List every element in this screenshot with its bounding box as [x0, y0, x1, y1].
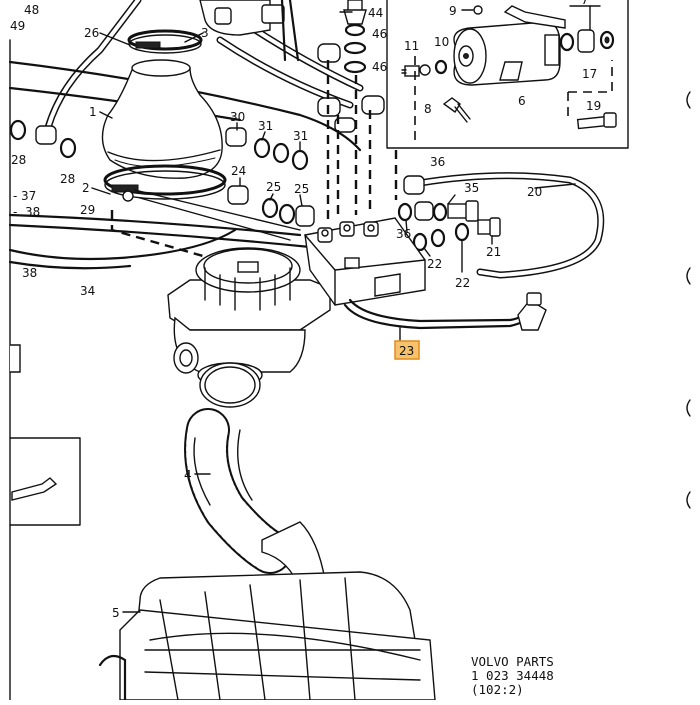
callout-36-bottom: 36	[396, 227, 411, 241]
callout-6: 6	[518, 94, 526, 108]
callout-23-highlight	[394, 340, 420, 360]
callout-28-left: 28	[11, 153, 26, 167]
left-edge-bracket	[10, 344, 21, 373]
callout-22-left: 22	[427, 257, 442, 271]
callout-10: 10	[434, 35, 449, 49]
callout-31-bottom: 31	[293, 129, 308, 143]
part-6-motor	[453, 21, 561, 86]
callout-35: 35	[464, 181, 479, 195]
callout-7: 7	[581, 0, 589, 7]
callout-5: 5	[112, 606, 120, 620]
callout-37-dash: -	[13, 189, 17, 203]
callout-34: 34	[80, 284, 95, 298]
callout-37: 37	[21, 189, 36, 203]
callout-49: 49	[10, 19, 25, 33]
washer-stack-44-46	[343, 0, 367, 74]
center-grommets	[317, 43, 385, 133]
callout-30: 30	[230, 110, 245, 124]
part-8-bolt	[442, 97, 471, 123]
callout-26: 26	[84, 26, 99, 40]
long-tubes	[8, 189, 312, 270]
washers-28	[9, 119, 77, 159]
part-23-pipe	[343, 292, 547, 331]
callout-38-dash: -	[13, 205, 17, 219]
upper-unit	[199, 0, 300, 62]
part-reference-footer: VOLVO PARTS 1 023 34448 (102:2)	[471, 654, 554, 697]
lower-left-inset	[9, 437, 81, 526]
callout-19: 19	[586, 99, 601, 113]
callout-23: 23	[399, 344, 414, 358]
part-5-filter-box	[98, 571, 436, 702]
part-10-washer	[434, 59, 448, 75]
callout-22-right: 22	[455, 276, 470, 290]
callout-48: 48	[24, 3, 39, 17]
callout-11: 11	[404, 39, 419, 53]
right-margin-marks	[686, 91, 691, 509]
callout-46-lower: 46	[372, 60, 387, 74]
part-19-bolt	[576, 112, 617, 130]
footer-section: (102:2)	[471, 682, 524, 697]
part-20-pipe	[403, 172, 605, 279]
part-7-bracket	[503, 5, 566, 29]
callout-4: 4	[184, 468, 192, 482]
footer-part-number: 1 023 34448	[471, 668, 554, 683]
callout-44: 44	[368, 6, 383, 20]
callout-17: 17	[582, 67, 597, 81]
callout-28-right: 28	[60, 172, 75, 186]
washers-24-25	[227, 185, 315, 227]
leader-lines	[91, 11, 576, 613]
callout-3: 3	[201, 26, 209, 40]
callout-36-top: 36	[430, 155, 445, 169]
part-17-grommet	[577, 29, 595, 53]
callout-24: 24	[231, 164, 246, 178]
callout-2: 2	[82, 181, 90, 195]
fittings-right	[397, 200, 501, 252]
callout-1: 1	[89, 105, 97, 119]
part-11-bolt	[401, 64, 431, 77]
callout-38-lower: 38	[22, 266, 37, 280]
part-9-screw	[473, 5, 483, 15]
washers-30-31	[225, 127, 309, 171]
callout-20: 20	[527, 185, 542, 199]
callout-8: 8	[424, 102, 432, 116]
inset-box	[386, 0, 629, 149]
callout-9: 9	[449, 4, 457, 18]
callout-31-top: 31	[258, 119, 273, 133]
callout-25-right: 25	[294, 182, 309, 196]
callout-21: 21	[486, 245, 501, 259]
callout-25-left: 25	[266, 180, 281, 194]
callout-38-upper: 38	[25, 205, 40, 219]
valve-block	[304, 217, 426, 306]
footer-brand: VOLVO PARTS	[471, 654, 554, 669]
main-housing	[167, 247, 331, 408]
part-1-rubber-boot	[101, 59, 223, 179]
part-3-clamp-top	[127, 29, 203, 54]
part-4-corrugated-hose	[184, 408, 326, 591]
part-2-clamp-bottom	[103, 164, 227, 202]
callout-29: 29	[80, 203, 95, 217]
washer	[559, 32, 575, 52]
callout-46-upper: 46	[372, 27, 387, 41]
callout-labels: 48 49 26 3 44 46 46 9 11 10 7 17 6 8 19 …	[10, 0, 601, 620]
